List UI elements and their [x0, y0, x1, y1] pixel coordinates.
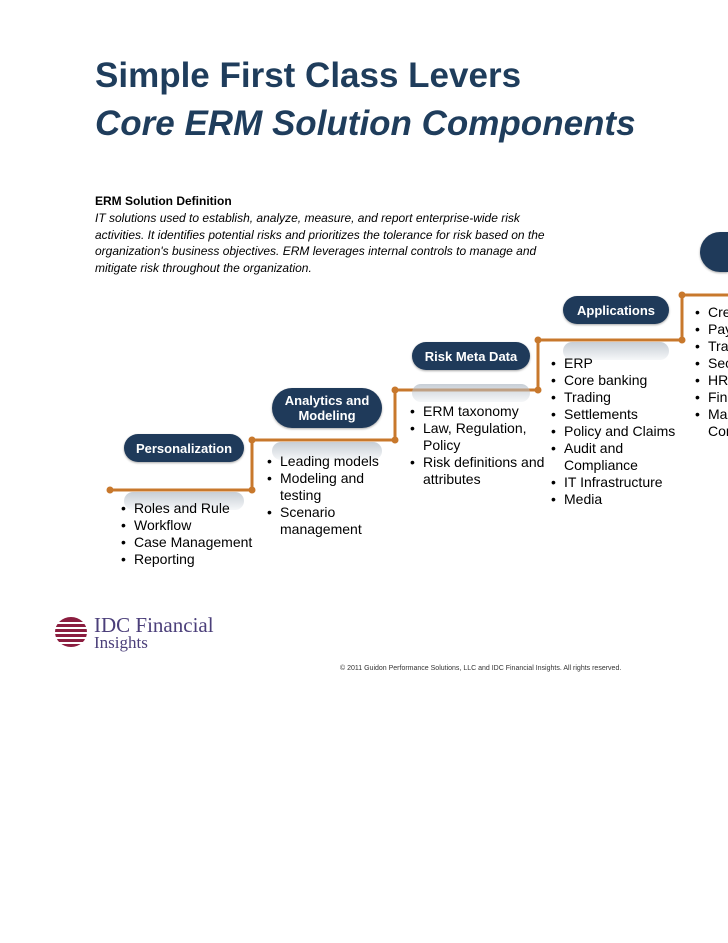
bullet-item: Ma Cor: [695, 406, 728, 440]
bullet-item: IT Infrastructure: [551, 474, 683, 491]
stair-dot: [391, 386, 399, 394]
bullet-item: Trading: [551, 389, 683, 406]
slide-title: Simple First Class Levers: [95, 56, 522, 95]
bullet-item: Reporting: [121, 551, 261, 568]
bullet-item: Case Management: [121, 534, 261, 551]
stair-dot: [106, 486, 114, 494]
meta-data-reflection: [412, 384, 530, 402]
bullet-item: Cre: [695, 304, 728, 321]
stair-dot: [391, 436, 399, 444]
step-personalization-pill: Personalization: [124, 434, 244, 462]
bullet-item: Sec: [695, 355, 728, 372]
stair-dot: [534, 336, 542, 344]
bullet-item: Law, Regulation, Policy: [410, 420, 550, 454]
copyright-notice: © 2011 Guidon Performance Solutions, LLC…: [340, 665, 622, 672]
logo-line1: IDC Financial: [94, 613, 214, 637]
step-personalization-bullets: Roles and Rule Workflow Case Management …: [121, 500, 261, 568]
step-meta-data-pill: Risk Meta Data: [412, 342, 530, 370]
bullet-item: Modeling and testing: [267, 470, 389, 504]
bullet-item: Roles and Rule: [121, 500, 261, 517]
bullet-item: Scenario management: [267, 504, 389, 538]
stair-dot: [678, 291, 686, 299]
stair-dot: [534, 386, 542, 394]
step-applications-pill: Applications: [563, 296, 669, 324]
step-analytics-bullets: Leading models Modeling and testing Scen…: [267, 453, 389, 538]
step-5-pill: [700, 232, 728, 272]
bullet-item: ERM taxonomy: [410, 403, 550, 420]
stair-dot: [248, 486, 256, 494]
bullet-item: Core banking: [551, 372, 683, 389]
bullet-item: Tra: [695, 338, 728, 355]
definition-heading: ERM Solution Definition: [95, 194, 232, 208]
bullet-item: ERP: [551, 355, 683, 372]
bullet-item: Media: [551, 491, 683, 508]
step-analytics-pill: Analytics and Modeling: [272, 388, 382, 428]
definition-body: IT solutions used to establish, analyze,…: [95, 211, 545, 275]
step-applications-bullets: ERP Core banking Trading Settlements Pol…: [551, 355, 683, 508]
step-5-bullets: Cre Pay Tra Sec HR Fin Ma Cor: [695, 304, 728, 440]
bullet-item: Workflow: [121, 517, 261, 534]
bullet-item: Pay: [695, 321, 728, 338]
bullet-item: Leading models: [267, 453, 389, 470]
step-meta-data-bullets: ERM taxonomy Law, Regulation, Policy Ris…: [410, 403, 550, 488]
bullet-item: Settlements: [551, 406, 683, 423]
idc-globe-icon: [55, 617, 87, 647]
logo-line2: Insights: [94, 633, 148, 652]
stair-dot: [248, 436, 256, 444]
bullet-item: HR: [695, 372, 728, 389]
bullet-item: Risk definitions and attributes: [410, 454, 550, 488]
stair-dot: [678, 336, 686, 344]
bullet-item: Audit and Compliance: [551, 440, 683, 474]
bullet-item: Policy and Claims: [551, 423, 683, 440]
bullet-item: Fin: [695, 389, 728, 406]
slide-subtitle: Core ERM Solution Components: [95, 104, 636, 143]
